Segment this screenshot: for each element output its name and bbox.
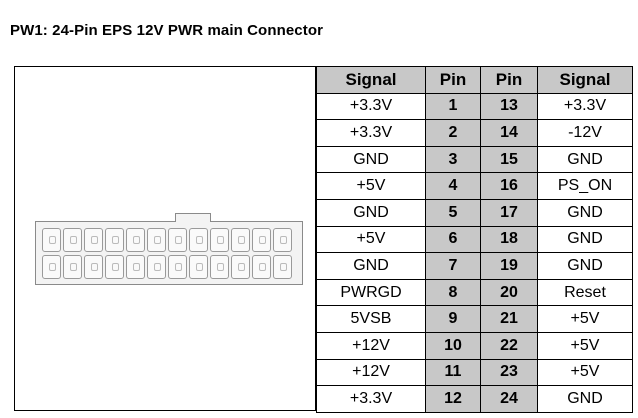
header-pin-left: Pin <box>425 66 481 94</box>
connector-pin-icon <box>252 228 271 252</box>
connector-pin-icon <box>63 255 82 279</box>
pin-right-cell: 24 <box>480 385 538 413</box>
pin-right-cell: 16 <box>480 172 538 200</box>
pin-left-cell: 8 <box>425 278 481 307</box>
connector-pin-icon <box>147 255 166 279</box>
pin-left-cell: 11 <box>425 358 481 387</box>
signal-right-cell: GND <box>537 252 633 280</box>
signal-left-cell: GND <box>316 145 426 174</box>
connector-pin-icon <box>147 228 166 252</box>
signal-left-cell: 5VSB <box>316 305 426 333</box>
signal-left-cell: PWRGD <box>316 278 426 307</box>
signal-right-cell: PS_ON <box>537 172 633 200</box>
connector-pin-icon <box>126 228 145 252</box>
connector-pin-icon <box>84 255 103 279</box>
connector-pin-icon <box>63 228 82 252</box>
signal-left-cell: +3.3V <box>316 119 426 147</box>
pin-left-cell: 12 <box>425 385 481 413</box>
connector-pin-icon <box>189 228 208 252</box>
connector-pin-icon <box>105 255 124 279</box>
connector-pin-icon <box>168 255 187 279</box>
pin-left-cell: 3 <box>425 145 481 174</box>
connector-latch <box>175 213 211 222</box>
pin-left-cell: 10 <box>425 331 481 360</box>
connector-icon <box>35 213 303 285</box>
signal-left-cell: GND <box>316 198 426 227</box>
pin-left-cell: 5 <box>425 198 481 227</box>
pin-right-cell: 22 <box>480 331 538 360</box>
connector-pin-icon <box>189 255 208 279</box>
connector-pin-icon <box>273 255 292 279</box>
signal-right-cell: +5V <box>537 305 633 333</box>
connector-pin-row-bottom <box>42 255 292 279</box>
connector-pin-icon <box>210 228 229 252</box>
pin-right-cell: 19 <box>480 252 538 280</box>
header-pin-right: Pin <box>480 66 538 94</box>
signal-right-cell: GND <box>537 198 633 227</box>
connector-pin-icon <box>42 228 61 252</box>
pin-right-cell: 20 <box>480 278 538 307</box>
connector-pin-icon <box>126 255 145 279</box>
pin-left-cell: 2 <box>425 119 481 147</box>
signal-left-cell: GND <box>316 252 426 280</box>
table-header-row: Signal Pin Pin Signal <box>316 66 633 94</box>
pin-right-cell: 21 <box>480 305 538 333</box>
signal-left-cell: +5V <box>316 172 426 200</box>
signal-right-cell: GND <box>537 145 633 174</box>
connector-pin-icon <box>252 255 271 279</box>
signal-right-cell: Reset <box>537 278 633 307</box>
connector-pin-row-top <box>42 228 292 252</box>
signal-right-cell: GND <box>537 385 633 413</box>
signal-right-cell: GND <box>537 225 633 254</box>
connector-pin-icon <box>105 228 124 252</box>
signal-left-cell: +12V <box>316 331 426 360</box>
pin-right-cell: 14 <box>480 119 538 147</box>
header-signal-right: Signal <box>537 66 633 94</box>
connector-pin-icon <box>231 228 250 252</box>
pin-right-cell: 13 <box>480 92 538 121</box>
signal-left-cell: +5V <box>316 225 426 254</box>
connector-illustration-frame <box>14 66 316 411</box>
connector-pin-icon <box>273 228 292 252</box>
connector-pin-icon <box>231 255 250 279</box>
pin-left-cell: 7 <box>425 252 481 280</box>
signal-right-cell: +5V <box>537 358 633 387</box>
pin-right-cell: 23 <box>480 358 538 387</box>
connector-pin-icon <box>84 228 103 252</box>
header-signal-left: Signal <box>316 66 426 94</box>
pin-right-cell: 17 <box>480 198 538 227</box>
pin-right-cell: 15 <box>480 145 538 174</box>
pin-left-cell: 6 <box>425 225 481 254</box>
signal-right-cell: +3.3V <box>537 92 633 121</box>
pin-right-cell: 18 <box>480 225 538 254</box>
pin-left-cell: 9 <box>425 305 481 333</box>
connector-pin-icon <box>168 228 187 252</box>
pin-left-cell: 1 <box>425 92 481 121</box>
connector-pin-icon <box>210 255 229 279</box>
signal-right-cell: +5V <box>537 331 633 360</box>
signal-right-cell: -12V <box>537 119 633 147</box>
page-title: PW1: 24-Pin EPS 12V PWR main Connector <box>10 22 324 39</box>
signal-left-cell: +3.3V <box>316 385 426 413</box>
connector-pin-icon <box>42 255 61 279</box>
pin-left-cell: 4 <box>425 172 481 200</box>
signal-left-cell: +3.3V <box>316 92 426 121</box>
signal-left-cell: +12V <box>316 358 426 387</box>
